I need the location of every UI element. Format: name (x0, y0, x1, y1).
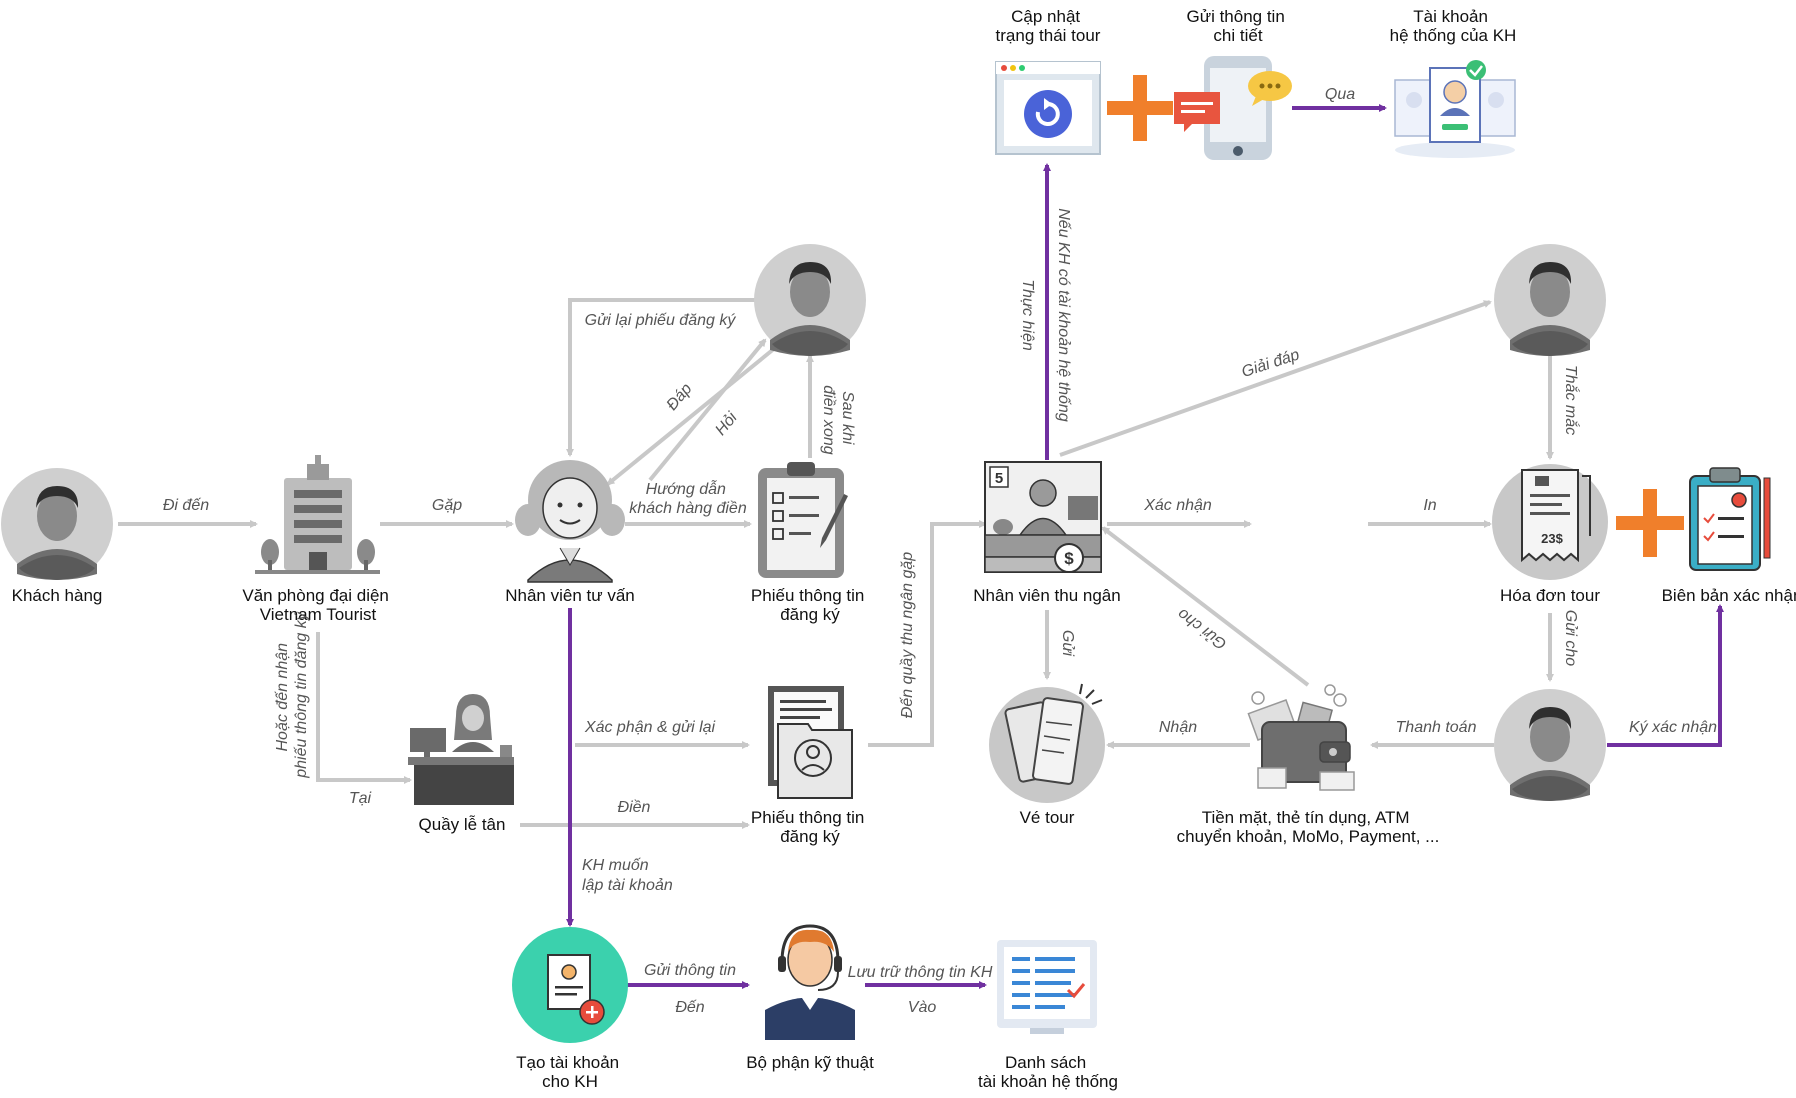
female-consultant-icon (515, 460, 625, 583)
document-folder-icon (768, 686, 853, 799)
phone-message-icon (1174, 56, 1292, 160)
edge-label-ky-xac-nhan: Ký xác nhận (1629, 719, 1717, 736)
edge-label-dien: Điền (618, 799, 651, 816)
node-consultant-label: Nhân viên tư vấn (505, 586, 635, 605)
arrow-gui-cho-diag (1101, 526, 1310, 687)
arrow-tai (316, 632, 412, 784)
wallet-icon (1247, 684, 1355, 791)
edge-label-xac-nhan: Xác nhận (1143, 497, 1212, 514)
edge-label-den-quay: Đến quầy thu ngân gặp (899, 552, 916, 718)
arrow-gui-lai-phieu (566, 298, 760, 457)
edge-label-gui-cho-diag: Gửi cho (1175, 605, 1230, 653)
confirmation-clipboard-icon (1689, 467, 1771, 571)
edge-label-in: In (1423, 497, 1436, 514)
grey-arrows (118, 298, 1554, 829)
edge-label-gap: Gặp (432, 497, 462, 514)
edge-label-thanh-toan: Thanh toán (1396, 719, 1477, 736)
person-avatar-icon (1, 468, 113, 580)
edge-label-xac-phan: Xác phận & gửi lại (584, 719, 716, 736)
node-ticket-label: Vé tour (1020, 808, 1075, 827)
edge-label-kh-muon: KH muốn lập tài khoản (582, 857, 673, 894)
node-send-detail-label: Gửi thông tin chi tiết (1186, 7, 1289, 45)
person-avatar-icon (1494, 244, 1606, 356)
node-cashier-label: Nhân viên thu ngân (973, 586, 1120, 605)
edge-label-gui-cho: Gửi cho (1562, 610, 1579, 666)
account-list-icon (997, 940, 1097, 1034)
edge-label-luu-tru: Lưu trữ thông tin KH (848, 964, 993, 981)
node-form-top-label: Phiếu thông tin đăng ký (751, 586, 869, 624)
edge-label-vao: Vào (908, 999, 937, 1016)
edge-label-hoi: Hỏi (712, 409, 741, 439)
edge-label-nhan: Nhận (1159, 719, 1197, 736)
node-payment-label: Tiền mặt, thẻ tín dụng, ATM chuyển khoản… (1177, 808, 1440, 846)
refresh-window-icon (995, 61, 1101, 155)
node-form-mid-label: Phiếu thông tin đăng ký (751, 808, 869, 846)
node-invoice-label: Hóa đơn tour (1500, 586, 1600, 605)
edge-label-giai-dap: Giải đáp (1240, 346, 1302, 381)
support-agent-icon (765, 924, 855, 1040)
arrow-den-quay (868, 520, 987, 747)
edge-label-hoac-den-nhan: Hoặc đến nhận phiếu thông tin đăng ký (274, 611, 310, 778)
node-update-status-label: Cập nhật trạng thái tour (996, 7, 1101, 45)
edge-label-thac-mac: Thắc mắc (1562, 365, 1581, 435)
create-account-icon (512, 927, 628, 1043)
edge-label-gui-thong-tin: Gửi thông tin (644, 962, 736, 979)
edge-label-neu-kh: Nếu KH có tài khoản hệ thống (1055, 208, 1072, 422)
account-cards-icon (1394, 60, 1516, 158)
arrow-dap (606, 346, 777, 486)
office-building-icon (255, 455, 380, 574)
edge-label-gui-lai-phieu: Gửi lại phiếu đăng ký (585, 312, 737, 329)
cashier-counter-icon: 5 $ (984, 461, 1102, 573)
node-customer-label: Khách hàng (12, 586, 103, 605)
node-create-account-label: Tạo tài khoản cho KH (516, 1053, 624, 1091)
invoice-receipt-icon: 23$ (1492, 464, 1608, 580)
arrow-giai-dap (1059, 300, 1492, 457)
edge-label-di-den: Đi đến (163, 497, 209, 514)
reception-desk-icon (408, 694, 514, 805)
edge-label-thuc-hien: Thực hiện (1019, 279, 1036, 351)
purple-arrows (566, 104, 1724, 989)
arrow-hoi (648, 338, 767, 482)
node-confirmation-label: Biên bản xác nhận (1662, 586, 1796, 605)
svg-text:5: 5 (995, 470, 1003, 487)
edge-label-qua: Qua (1325, 86, 1355, 103)
edge-label-huong-dan: Hướng dẫn khách hàng điền (629, 479, 747, 517)
edge-label-gui: Gửi (1059, 630, 1076, 657)
node-tech-dept-label: Bộ phận kỹ thuật (746, 1053, 874, 1072)
person-avatar-icon (1494, 689, 1606, 801)
ticket-icon (989, 683, 1105, 803)
svg-text:23$: 23$ (1541, 531, 1563, 546)
edge-label-sau-khi: Sau khi điền xong (820, 385, 856, 454)
edge-label-den: Đến (675, 999, 704, 1016)
svg-text:$: $ (1064, 549, 1074, 568)
node-account-list-label: Danh sách tài khoản hệ thống (978, 1053, 1118, 1091)
clipboard-checklist-icon (758, 462, 848, 578)
edge-label-dap: Đáp (664, 380, 696, 413)
plus-icon (1616, 489, 1684, 557)
plus-icon (1107, 75, 1173, 141)
node-reception-label: Quầy lễ tân (419, 815, 506, 834)
edge-label-tai: Tại (349, 790, 372, 807)
node-system-account-label: Tài khoản hệ thống của KH (1390, 7, 1517, 45)
node-office-label: Văn phòng đại diện Vietnam Tourist (242, 586, 393, 624)
person-avatar-icon (754, 244, 866, 356)
arrow-ky-xac-nhan (1607, 604, 1724, 747)
